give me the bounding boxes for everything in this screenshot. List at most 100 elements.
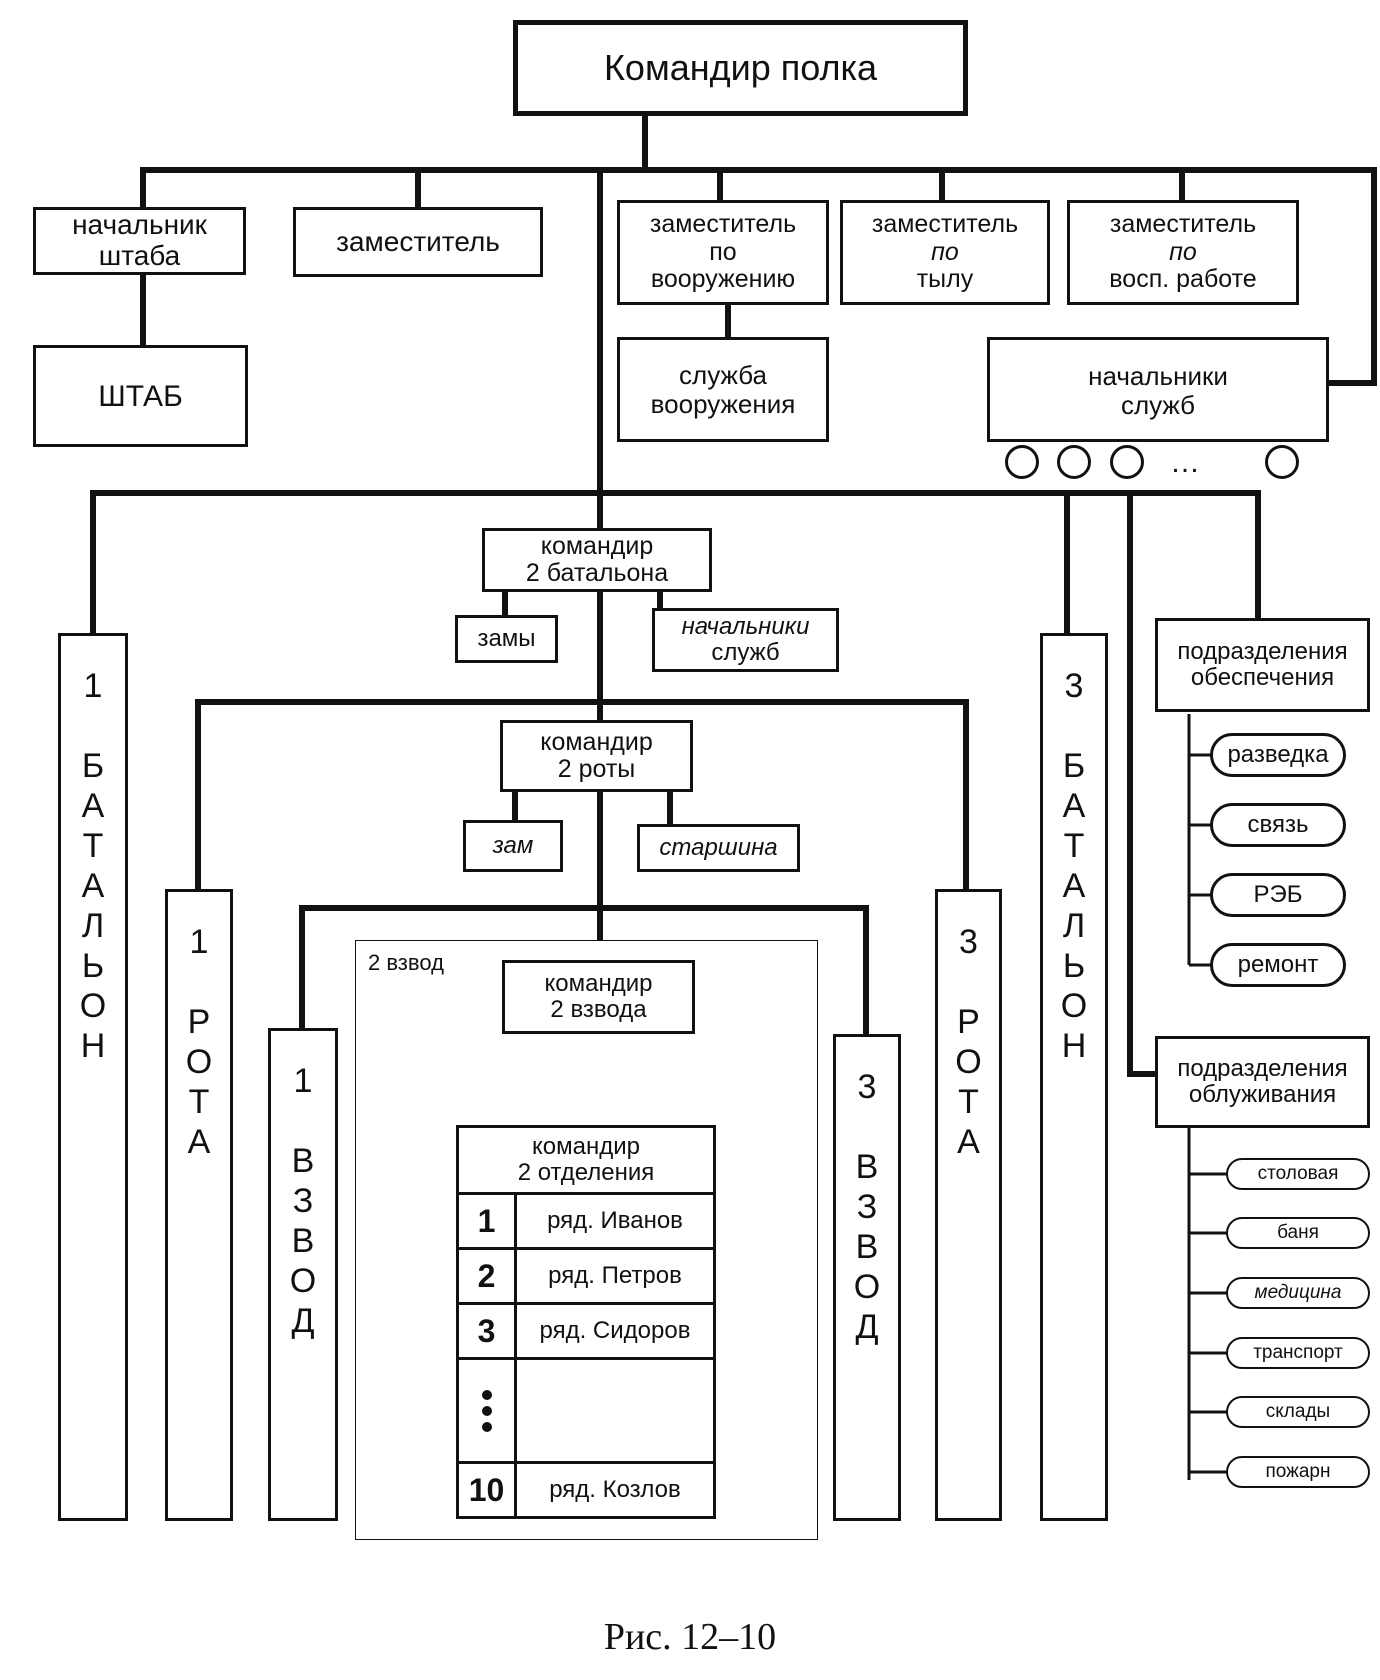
regiment-commander-box: Командир полка xyxy=(513,20,968,116)
service-chiefs-line1: начальники xyxy=(1088,361,1228,391)
squad-row-name-text: ряд. Козлов xyxy=(549,1476,681,1503)
platoon-3-letter: В xyxy=(855,1148,879,1186)
battalion-1-number: 1 xyxy=(83,667,103,705)
squad-row-number: 1 xyxy=(456,1192,517,1250)
company-1-letter: Т xyxy=(188,1083,210,1121)
service-item-label: столовая xyxy=(1257,1163,1339,1184)
battalion-1-letter: Т xyxy=(82,827,104,865)
deputy-rear-line3: тылу xyxy=(916,265,974,294)
deputy-box: заместитель xyxy=(293,207,543,277)
sergeant-major-box: старшина xyxy=(637,824,800,872)
battalion-1-letter: А xyxy=(81,867,105,905)
service-units-line1: подразделения xyxy=(1177,1054,1348,1082)
service-item: склады xyxy=(1226,1396,1370,1428)
battalion-1-letter: А xyxy=(81,787,105,825)
squad-row-number-text: 2 xyxy=(477,1257,496,1294)
platoon-commander-box: командир 2 взвода xyxy=(502,960,695,1034)
battalion-1-letter: Б xyxy=(81,747,105,785)
battalion-commander-box: командир 2 батальона xyxy=(482,528,712,592)
squad-row-number-text: 1 xyxy=(477,1202,496,1239)
platoon-commander-line2: 2 взвода xyxy=(550,996,647,1023)
battalion-3-letter: О xyxy=(1060,987,1088,1025)
deputy-edu-line1: заместитель xyxy=(1109,210,1257,239)
squad-commander-line1: командир xyxy=(532,1132,640,1160)
service-item-label: медицина xyxy=(1254,1282,1342,1303)
wheels-ellipsis: … xyxy=(1170,446,1200,479)
support-item-label: разведка xyxy=(1227,741,1329,768)
service-units-line2: облуживания xyxy=(1188,1081,1337,1108)
squad-row-name-text: ряд. Сидоров xyxy=(539,1317,691,1344)
service-item-label: склады xyxy=(1265,1401,1331,1422)
service-units-box: подразделения облуживания xyxy=(1155,1036,1370,1128)
squad-row-number: 2 xyxy=(456,1247,517,1305)
squad-row-number: 10 xyxy=(456,1461,517,1519)
platoon-3-letter: З xyxy=(856,1188,878,1226)
battalion-service-chiefs-line2: служб xyxy=(711,639,780,666)
battalion-service-chiefs-box: начальники служб xyxy=(652,608,839,672)
battalion-1-letter: О xyxy=(79,987,107,1025)
company-3-letter: Т xyxy=(958,1083,979,1121)
support-item-label: РЭБ xyxy=(1253,881,1303,908)
sergeant-major-label: старшина xyxy=(659,833,778,861)
deputy-arms-line1: заместитель xyxy=(649,210,797,239)
battalion-commander-line2: 2 батальона xyxy=(525,559,669,587)
support-item: разведка xyxy=(1210,733,1346,777)
squad-row-name: ряд. Сидоров xyxy=(514,1302,716,1360)
company-commander-line2: 2 роты xyxy=(557,755,636,783)
battalion-1-letter: Ь xyxy=(81,947,105,985)
deputy-rear-line1: заместитель xyxy=(871,210,1019,239)
battalion-commander-line1: командир xyxy=(540,531,654,560)
battalion-service-chiefs-line1: начальники xyxy=(681,612,810,640)
chief-of-staff-line1: начальник xyxy=(72,209,207,241)
deputy-rear-box: заместитель по тылу xyxy=(840,200,1050,305)
deputy-edu-box: заместитель по восп. работе xyxy=(1067,200,1299,305)
squad-row-number: 3 xyxy=(456,1302,517,1360)
battalion-3-letter: А xyxy=(1062,787,1086,825)
staff-label: ШТАБ xyxy=(98,379,183,413)
arms-service-line2: вооружения xyxy=(650,388,796,419)
service-chiefs-box: начальники служб xyxy=(987,337,1329,442)
company-1-letter: О xyxy=(185,1043,213,1081)
platoon-1-letter: В xyxy=(291,1222,315,1260)
company-commander-box: командир 2 роты xyxy=(500,720,693,792)
squad-row-number-text: 10 xyxy=(468,1471,505,1508)
platoon-3-number: 3 xyxy=(857,1068,877,1106)
platoon-1-column: 1 В З В О Д xyxy=(268,1028,338,1521)
deputy-arms-line3: вооружению xyxy=(650,265,796,294)
regiment-commander-label: Командир полка xyxy=(603,47,878,89)
battalion-1-column: 1 Б А Т А Л Ь О Н xyxy=(58,633,128,1521)
support-units-line1: подразделения xyxy=(1177,637,1348,665)
battalion-deputies-label: замы xyxy=(477,624,536,652)
company-1-letter: Р xyxy=(187,1003,211,1041)
service-item-label: пожарн xyxy=(1265,1461,1331,1482)
company-3-letter: А xyxy=(957,1123,980,1161)
battalion-1-letter: Н xyxy=(80,1027,106,1065)
deputy-label: заместитель xyxy=(336,225,500,257)
battalion-3-letter: Н xyxy=(1061,1027,1087,1065)
battalion-3-letter: Л xyxy=(1062,907,1086,945)
deputy-edu-line2: по xyxy=(1169,237,1197,266)
support-item: связь xyxy=(1210,803,1346,847)
squad-row-name: ряд. Петров xyxy=(514,1247,716,1305)
squad-row-name-text: ряд. Петров xyxy=(548,1262,682,1289)
battalion-1-letter: Л xyxy=(81,907,105,945)
company-deputy-box: зам xyxy=(463,820,563,872)
platoon-3-letter: Д xyxy=(855,1308,879,1346)
figure-caption: Рис. 12–10 xyxy=(603,1616,777,1658)
support-item: ремонт xyxy=(1210,943,1346,987)
company-deputy-label: зам xyxy=(492,831,534,859)
company-3-letter: О xyxy=(955,1043,982,1081)
company-1-letter: А xyxy=(187,1123,211,1161)
platoon-commander-line1: командир xyxy=(544,969,653,997)
service-item: пожарн xyxy=(1226,1456,1370,1488)
squad-row-name xyxy=(514,1357,716,1464)
company-3-letter: Р xyxy=(957,1003,980,1041)
service-item-label: баня xyxy=(1277,1222,1319,1243)
battalion-3-column: 3 Б А Т А Л Ь О Н xyxy=(1040,633,1108,1521)
squad-row-number-text: 3 xyxy=(477,1312,496,1349)
deputy-arms-line2: по xyxy=(709,237,737,266)
battalion-3-number: 3 xyxy=(1064,667,1084,705)
platoon-1-number: 1 xyxy=(293,1062,313,1100)
service-item: столовая xyxy=(1226,1158,1370,1190)
